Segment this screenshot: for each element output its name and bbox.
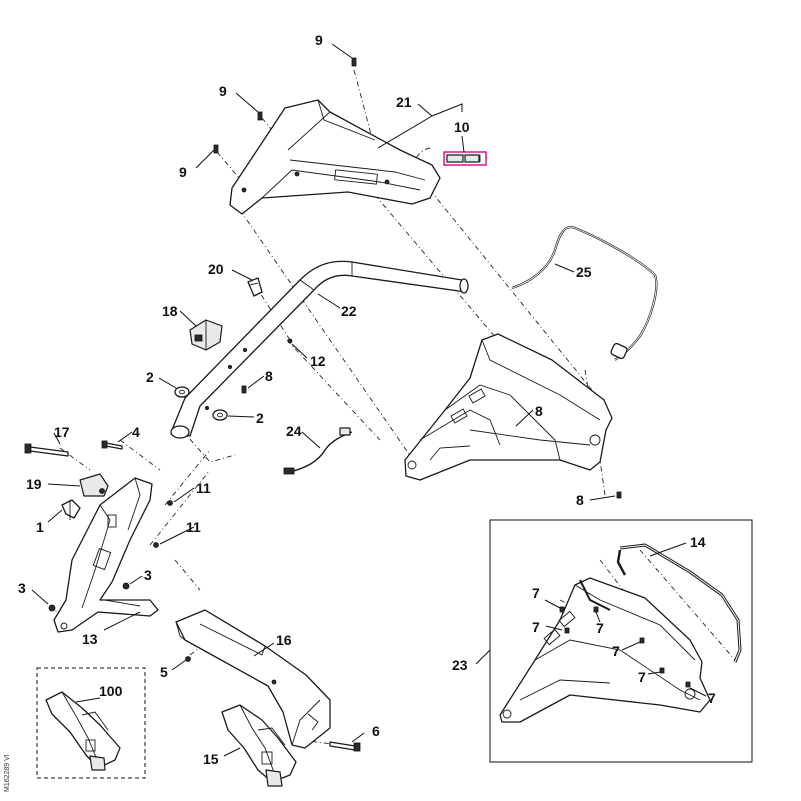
callout-13: 13 [82, 631, 98, 647]
part-24-cable [283, 427, 353, 475]
part-10-switch [443, 151, 487, 166]
callout-100: 100 [99, 683, 123, 699]
inset-23-frame [489, 519, 753, 763]
part-13-lower-bracket [53, 477, 159, 633]
leader-lines [31, 43, 707, 757]
part-17-bolt [24, 443, 69, 457]
callout-9: 9 [315, 32, 323, 48]
callout-9: 9 [219, 83, 227, 99]
callout-7: 7 [532, 619, 540, 635]
callout-19: 19 [26, 476, 42, 492]
callout-2: 2 [146, 369, 154, 385]
callout-7: 7 [532, 585, 540, 601]
callout-17: 17 [54, 424, 70, 440]
part-16-lower-handle [175, 609, 331, 749]
small-fasteners [48, 338, 622, 662]
handle-frame-upper [404, 333, 613, 481]
callout-12: 12 [310, 353, 326, 369]
callout-11: 11 [186, 519, 201, 535]
part-4-bolt [101, 440, 123, 450]
figure-code: M162289 VI [4, 754, 11, 792]
part-18-bracket [189, 319, 223, 351]
callout-3: 3 [18, 580, 26, 596]
screws-9 [213, 57, 357, 154]
part-6-bolt [329, 741, 361, 752]
callout-14: 14 [690, 534, 706, 550]
callout-21: 21 [396, 94, 412, 110]
callout-15: 15 [203, 751, 219, 767]
inset-100-frame [36, 667, 146, 779]
callout-2: 2 [256, 410, 264, 426]
callout-9: 9 [179, 164, 187, 180]
callout-7: 7 [596, 620, 604, 636]
callout-5: 5 [160, 664, 168, 680]
washers-2 [174, 386, 228, 421]
callout-labels: 9 9 9 21 10 20 25 22 18 12 2 8 2 8 17 4 … [18, 32, 716, 767]
part-15-mount [221, 704, 297, 787]
part-100-mount [45, 691, 121, 771]
callout-18: 18 [162, 303, 178, 319]
callout-11: 11 [196, 480, 211, 496]
part-23-handle-assembly [499, 577, 711, 723]
callout-22: 22 [341, 303, 357, 319]
part-1-clip [61, 499, 81, 520]
screws-7 [559, 606, 691, 688]
part-19-latch [79, 473, 109, 497]
callout-10: 10 [454, 119, 470, 135]
callout-1: 1 [36, 519, 44, 535]
callout-3: 3 [144, 567, 152, 583]
callout-6: 6 [372, 723, 380, 739]
part-21-console-cover [229, 99, 441, 215]
callout-8: 8 [576, 492, 584, 508]
callout-24: 24 [286, 423, 302, 439]
callout-7: 7 [708, 690, 716, 706]
part-22-handle-tube [170, 260, 469, 439]
part-25-bail-wire [511, 225, 658, 361]
callout-16: 16 [276, 632, 292, 648]
callout-4: 4 [132, 424, 140, 440]
callout-20: 20 [208, 261, 224, 277]
callout-23: 23 [452, 657, 468, 673]
callout-7: 7 [612, 643, 620, 659]
part-20-clip [247, 277, 263, 297]
callout-8: 8 [535, 403, 543, 419]
part-14-seal [616, 543, 742, 663]
callout-25: 25 [576, 264, 592, 280]
callout-7: 7 [638, 669, 646, 685]
callout-8: 8 [265, 368, 273, 384]
